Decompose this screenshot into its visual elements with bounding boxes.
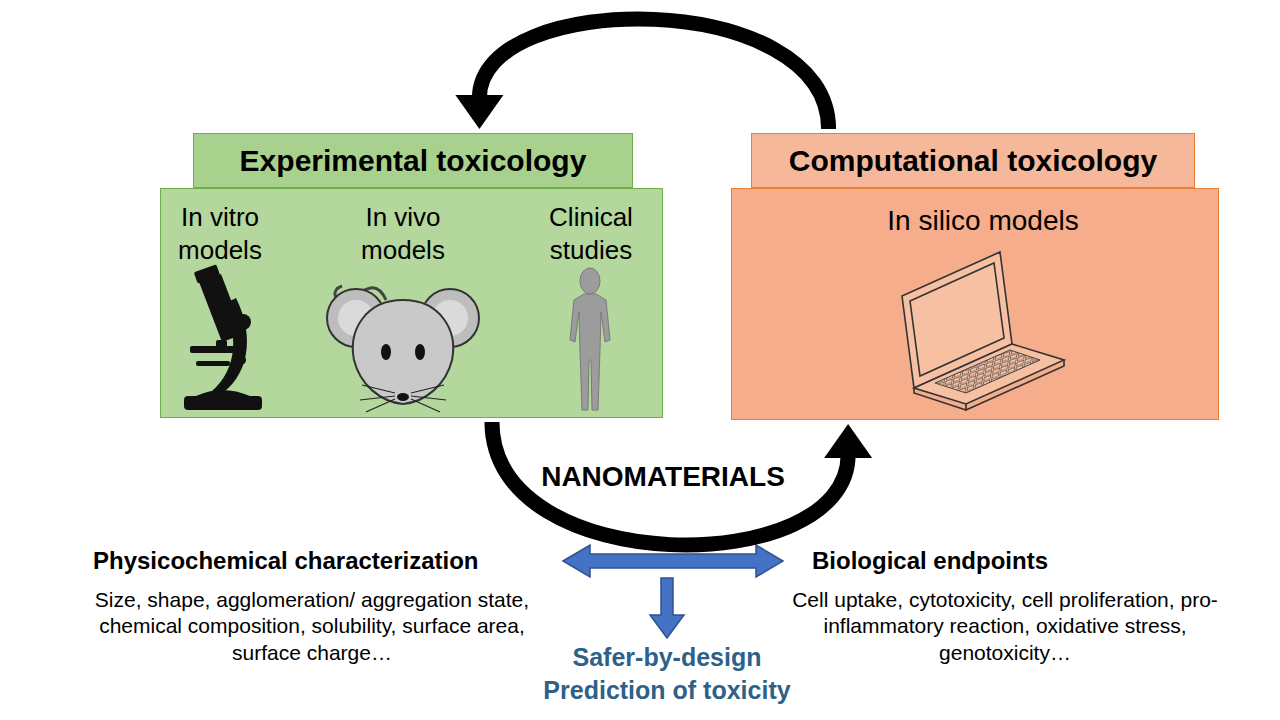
microscope-icon bbox=[184, 264, 262, 410]
model-text: In vitro models bbox=[162, 201, 278, 266]
cycle-arrow bbox=[492, 422, 872, 545]
section-heading: Biological endpoints bbox=[812, 546, 1232, 576]
edge-label: NANOMATERIALS bbox=[537, 461, 789, 493]
section-heading: Physicochemical characterization bbox=[93, 546, 563, 576]
arrow-head bbox=[455, 95, 503, 129]
model-label-node: In vitro models bbox=[162, 201, 278, 266]
panel-node: Experimental toxicology In vitro models In… bbox=[160, 133, 663, 418]
arrow-curve bbox=[492, 422, 848, 545]
mouse-icon bbox=[327, 286, 479, 412]
model-label-node: Clinical studies bbox=[533, 201, 649, 266]
laptop-icon bbox=[902, 252, 1064, 410]
arrow-curve bbox=[479, 19, 828, 129]
outcome-text: Safer-by-design bbox=[507, 642, 827, 673]
header-text: Computational toxicology bbox=[789, 144, 1157, 178]
header-tab: Computational toxicology bbox=[751, 133, 1195, 188]
panel-subtitle: In silico models bbox=[887, 205, 1078, 237]
endpoint-list: Cell uptake, cytotoxicity, cell prolifer… bbox=[755, 587, 1255, 666]
cycle-arrow bbox=[455, 19, 828, 129]
model-text: Clinical studies bbox=[533, 201, 649, 266]
outcome-text: Prediction of toxicity bbox=[507, 675, 827, 706]
property-list: Size, shape, agglomeration/ aggregation … bbox=[77, 587, 547, 666]
person-icon bbox=[570, 268, 610, 410]
model-label-node: In vivo models bbox=[345, 201, 461, 266]
header-tab: Experimental toxicology bbox=[193, 133, 633, 188]
model-text: In vivo models bbox=[345, 201, 461, 266]
panel-node: Computational toxicology In silico models bbox=[731, 133, 1219, 420]
arrow-head bbox=[824, 424, 872, 458]
relation-arrow bbox=[563, 545, 783, 638]
header-text: Experimental toxicology bbox=[240, 144, 587, 178]
